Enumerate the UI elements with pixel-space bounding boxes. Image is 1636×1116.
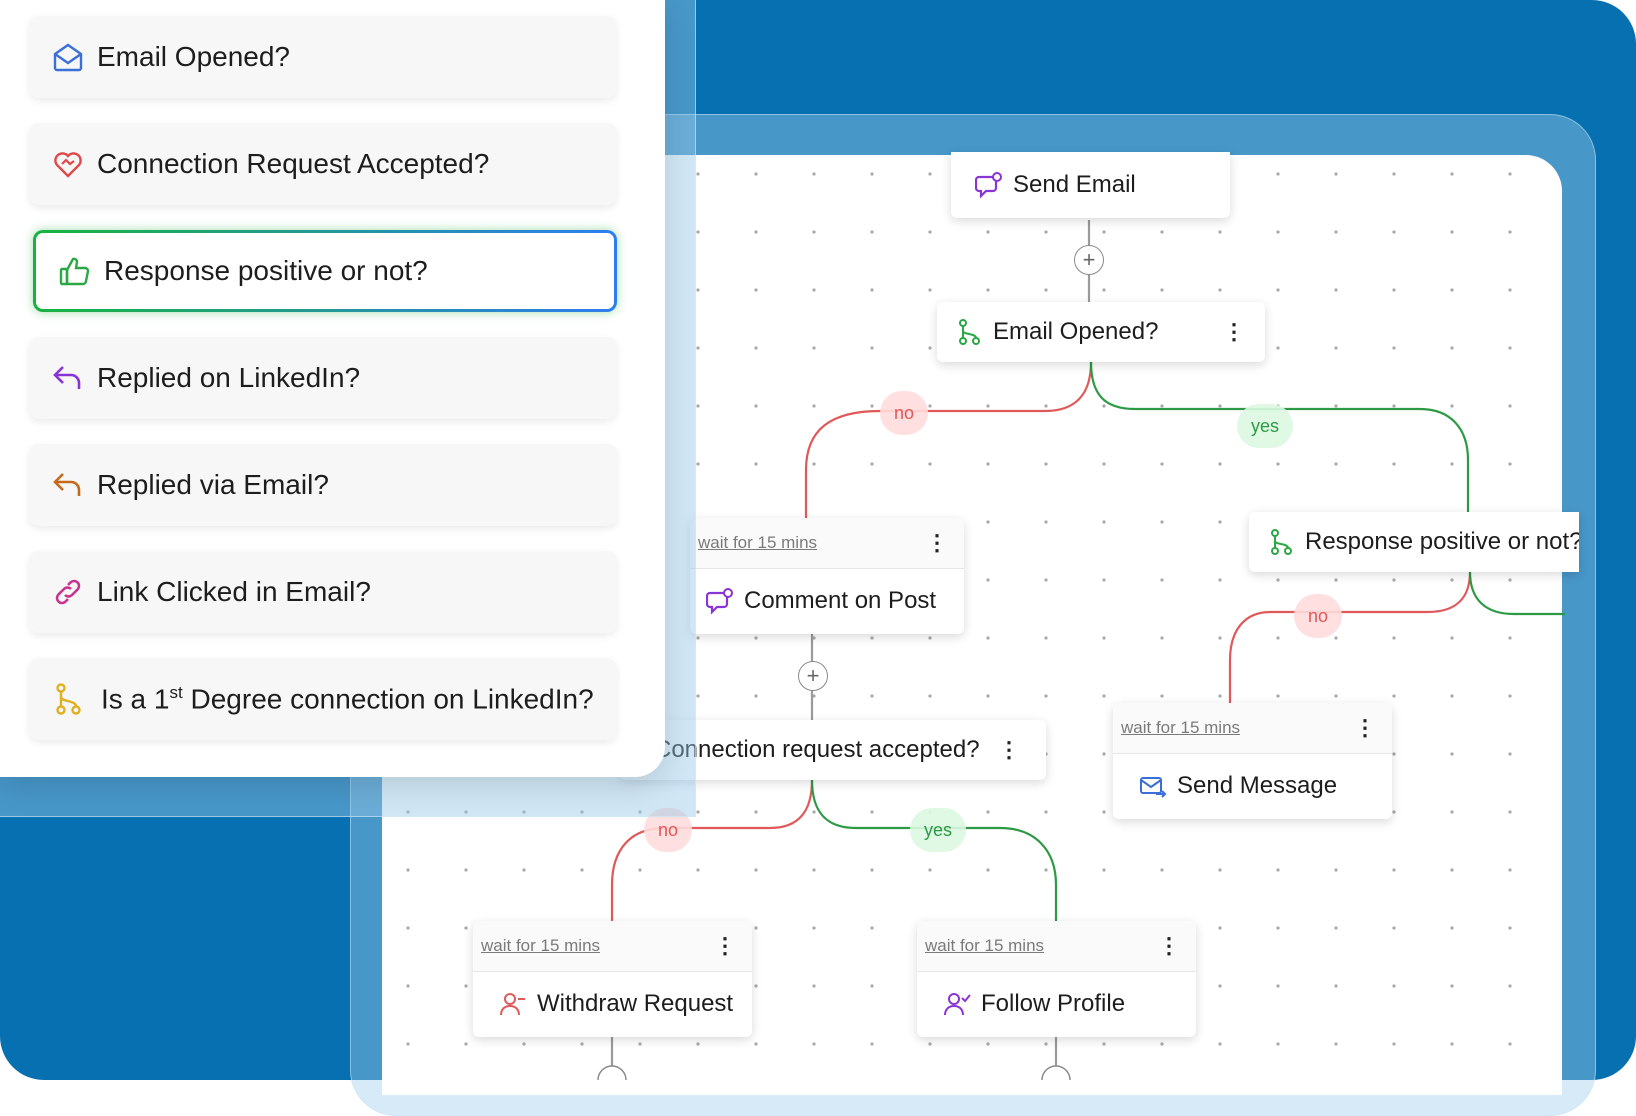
node-follow-profile[interactable]: wait for 15 mins ⋮ Follow Profile bbox=[917, 921, 1196, 1037]
branch-icon bbox=[955, 318, 983, 346]
node-connection-accepted[interactable]: Connection request accepted? ⋮ bbox=[620, 720, 1046, 780]
condition-link-clicked[interactable]: Link Clicked in Email? bbox=[29, 551, 617, 633]
label-part: Is a 1 bbox=[101, 683, 170, 715]
node-send-email[interactable]: Send Email bbox=[951, 152, 1230, 218]
reply-arrow-icon bbox=[51, 468, 85, 502]
wait-label[interactable]: wait for 15 mins bbox=[925, 936, 1045, 955]
branch-label-no: no bbox=[1294, 594, 1343, 638]
condition-label: Replied on LinkedIn? bbox=[97, 362, 361, 393]
branch-text: no bbox=[1308, 605, 1329, 626]
node-label: Email Opened? bbox=[993, 318, 1159, 345]
node-label: Response positive or not? bbox=[1305, 528, 1579, 555]
add-step-button[interactable]: + bbox=[798, 661, 828, 691]
heart-handshake-icon bbox=[51, 147, 85, 181]
branch-label-yes: yes bbox=[1237, 404, 1294, 448]
connector-response-yes bbox=[1468, 571, 1565, 616]
node-comment-on-post[interactable]: wait for 15 mins ⋮ Comment on Post bbox=[690, 518, 964, 634]
condition-label: Replied via Email? bbox=[97, 469, 329, 500]
user-check-icon bbox=[943, 990, 971, 1018]
more-options-icon[interactable]: ⋮ bbox=[1354, 715, 1376, 740]
chat-bubble-icon bbox=[706, 587, 734, 615]
envelope-send-icon bbox=[1139, 772, 1167, 800]
condition-label: Response positive or not? bbox=[104, 255, 428, 286]
more-options-icon[interactable]: ⋮ bbox=[1158, 933, 1180, 958]
thumbs-up-icon bbox=[58, 254, 92, 288]
branch-label-no: no bbox=[880, 391, 929, 435]
branch-label-no: no bbox=[644, 808, 693, 852]
wait-label[interactable]: wait for 15 mins bbox=[698, 533, 818, 552]
more-options-icon[interactable]: ⋮ bbox=[714, 933, 736, 958]
condition-response-positive[interactable]: Response positive or not? bbox=[33, 230, 617, 312]
connector-no-branch bbox=[804, 361, 1093, 518]
branch-label-yes: yes bbox=[910, 808, 967, 852]
label-superscript: st bbox=[169, 682, 183, 702]
connector-yes-branch bbox=[1089, 361, 1470, 512]
branch-text: no bbox=[894, 402, 915, 423]
node-label: Send Message bbox=[1177, 772, 1338, 799]
condition-replied-linkedin[interactable]: Replied on LinkedIn? bbox=[29, 337, 617, 419]
condition-label: Link Clicked in Email? bbox=[97, 576, 371, 607]
branch-icon bbox=[1267, 528, 1295, 556]
connector-response-no bbox=[1228, 571, 1472, 703]
condition-first-degree[interactable]: Is a 1st Degree connection on LinkedIn? bbox=[29, 658, 617, 740]
branch-text: yes bbox=[1251, 415, 1280, 436]
link-icon bbox=[51, 575, 85, 609]
node-response-positive[interactable]: Response positive or not? bbox=[1249, 512, 1579, 572]
node-label: Follow Profile bbox=[981, 990, 1126, 1017]
more-options-icon[interactable]: ⋮ bbox=[1223, 319, 1245, 344]
branch-text: yes bbox=[924, 819, 953, 840]
branch-icon bbox=[51, 682, 85, 716]
bottom-plus-right bbox=[1041, 1065, 1071, 1080]
bottom-plus-left bbox=[597, 1065, 627, 1080]
condition-label: Connection Request Accepted? bbox=[97, 148, 490, 179]
node-label: Send Email bbox=[1013, 171, 1136, 198]
node-label: Comment on Post bbox=[744, 587, 937, 614]
condition-connection-accepted[interactable]: Connection Request Accepted? bbox=[29, 123, 617, 205]
wait-label[interactable]: wait for 15 mins bbox=[481, 936, 601, 955]
more-options-icon[interactable]: ⋮ bbox=[926, 530, 948, 555]
connector-connection-yes bbox=[810, 779, 1058, 921]
node-withdraw-request[interactable]: wait for 15 mins ⋮ Withdraw Request bbox=[473, 921, 752, 1037]
condition-replied-email[interactable]: Replied via Email? bbox=[29, 444, 617, 526]
condition-label: Email Opened? bbox=[97, 41, 291, 72]
plus-icon: + bbox=[806, 663, 820, 688]
wait-label[interactable]: wait for 15 mins bbox=[1121, 718, 1241, 737]
node-label: Connection request accepted? bbox=[654, 736, 980, 763]
add-step-button[interactable]: + bbox=[1074, 245, 1104, 275]
node-send-message[interactable]: wait for 15 mins ⋮ Send Message bbox=[1113, 703, 1392, 819]
condition-email-opened[interactable]: Email Opened? bbox=[29, 16, 617, 98]
user-minus-icon bbox=[499, 990, 527, 1018]
branch-text: no bbox=[658, 819, 679, 840]
chat-bubble-icon bbox=[975, 171, 1003, 199]
more-options-icon[interactable]: ⋮ bbox=[998, 737, 1020, 762]
envelope-open-icon bbox=[51, 40, 85, 74]
plus-icon: + bbox=[1082, 247, 1096, 272]
reply-arrow-icon bbox=[51, 361, 85, 395]
node-email-opened[interactable]: Email Opened? ⋮ bbox=[937, 302, 1265, 362]
condition-label: Is a 1st Degree connection on LinkedIn? bbox=[101, 683, 594, 715]
node-label: Withdraw Request bbox=[537, 990, 734, 1017]
label-part: Degree connection on LinkedIn? bbox=[182, 683, 594, 715]
conditions-panel: Email Opened? Connection Request Accepte… bbox=[0, 0, 665, 777]
